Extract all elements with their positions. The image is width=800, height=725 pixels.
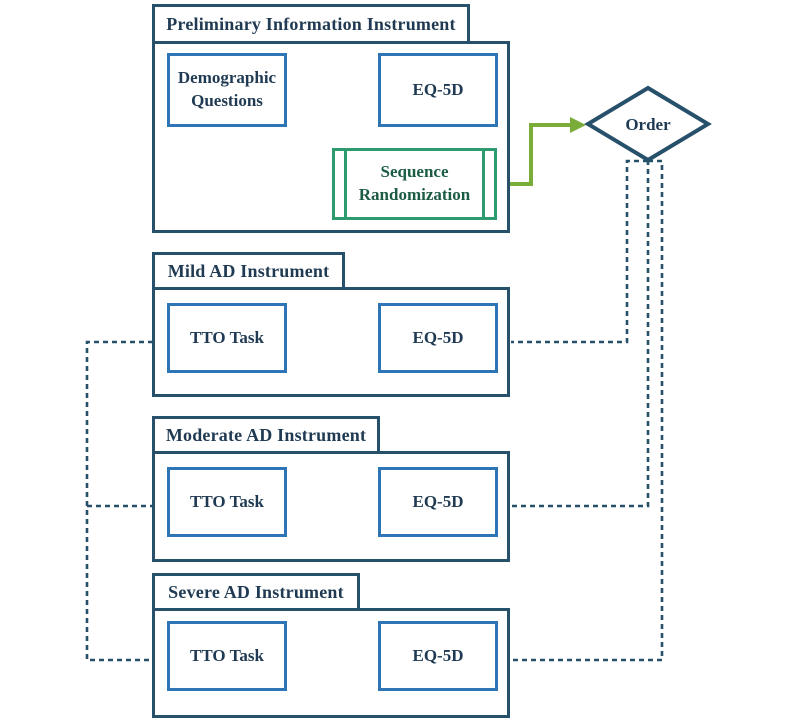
tto-task-label-moderate: TTO Task [190,491,264,511]
eq5d-box-mild: EQ-5D [378,303,498,373]
order-diamond [584,85,712,163]
arrow-line [497,123,570,186]
eq5d-box-severe: EQ-5D [378,621,498,691]
dashed-connector-order-to-severe [511,159,664,662]
sequence-randomization-box: Sequence Randomization [332,148,497,220]
dashed-bus-left [85,340,153,662]
arrow-head [570,117,586,133]
sequence-randomization-label: Sequence Randomization [358,162,471,204]
eq5d-label-preliminary: EQ-5D [412,79,464,99]
demographic-questions-box: Demographic Questions [167,53,287,127]
flow-arrow-sequence-to-order [497,117,586,186]
eq5d-box-preliminary: EQ-5D [378,53,498,127]
dashed-connector-order-to-moderate [511,160,650,508]
subroutine-bar-left [344,151,347,217]
tto-task-box-moderate: TTO Task [167,467,287,537]
tto-task-label-mild: TTO Task [190,327,264,347]
tto-task-label-severe: TTO Task [190,645,264,665]
preliminary-instrument-title: Preliminary Information Instrument [152,4,470,44]
tto-task-box-severe: TTO Task [167,621,287,691]
moderate-instrument-title: Moderate AD Instrument [152,416,380,454]
eq5d-label-mild: EQ-5D [412,327,464,347]
mild-instrument-title-label: Mild AD Instrument [167,260,330,281]
order-diamond-label: Order [625,115,671,134]
eq5d-box-moderate: EQ-5D [378,467,498,537]
severe-instrument-title-label: Severe AD Instrument [168,581,344,602]
severe-instrument-title: Severe AD Instrument [152,573,360,611]
eq5d-label-moderate: EQ-5D [412,491,464,511]
subroutine-bar-right [482,151,485,217]
preliminary-instrument-title-label: Preliminary Information Instrument [166,13,456,34]
demographic-questions-label: Demographic Questions [177,68,277,110]
tto-task-box-mild: TTO Task [167,303,287,373]
eq5d-label-severe: EQ-5D [412,645,464,665]
mild-instrument-title: Mild AD Instrument [152,252,345,290]
moderate-instrument-title-label: Moderate AD Instrument [165,424,367,445]
dashed-connector-order-to-mild [511,159,648,344]
